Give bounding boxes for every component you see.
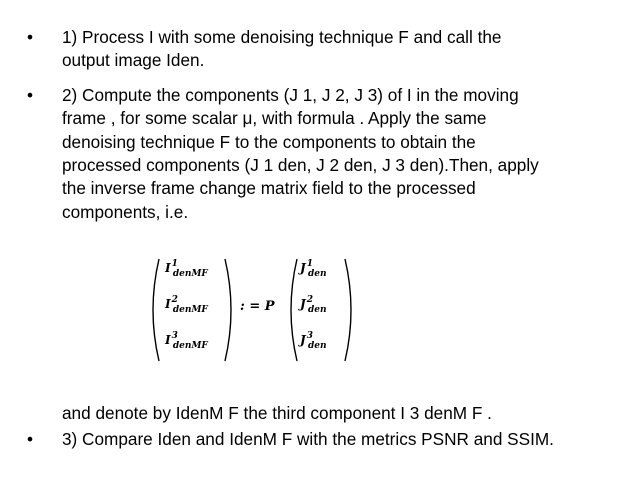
bullet-2-line-5: the inverse frame change matrix field to… (62, 178, 476, 199)
bullet-icon: • (27, 27, 34, 47)
equation: I1denMF I2denMF I3denMF : = P J1den J2de… (145, 255, 355, 365)
matrix-brackets (152, 258, 352, 362)
lhs-entry-1: I1denMF (165, 259, 208, 279)
rhs-entry-3: J3den (300, 331, 327, 351)
rhs-entry-2: J2den (300, 295, 327, 315)
bullet-2-line-6: components, i.e. (62, 201, 189, 222)
bullet-3-line-1: 3) Compare Iden and IdenM F with the met… (62, 429, 554, 449)
rhs-entry-1: J1den (300, 259, 327, 279)
bullet-icon: • (27, 429, 34, 449)
equation-operator: : = P (240, 299, 275, 314)
bullet-icon: • (27, 85, 34, 105)
lhs-entry-3: I3denMF (165, 331, 208, 351)
bullet-2-line-4: processed components (J 1 den, J 2 den, … (62, 154, 539, 175)
bullet-2-line-2: frame , for some scalar μ, with formula … (62, 108, 487, 129)
lhs-entry-2: I2denMF (165, 295, 208, 315)
bullet-1-line-2: output image Iden. (62, 50, 205, 71)
continuation-text: and denote by IdenM F the third componen… (62, 403, 492, 423)
bullet-2-line-1: 2) Compute the components (J 1, J 2, J 3… (62, 85, 519, 105)
bullet-2-line-3: denoising technique F to the components … (62, 131, 476, 152)
bullet-1-line-1: 1) Process I with some denoising techniq… (62, 27, 502, 47)
